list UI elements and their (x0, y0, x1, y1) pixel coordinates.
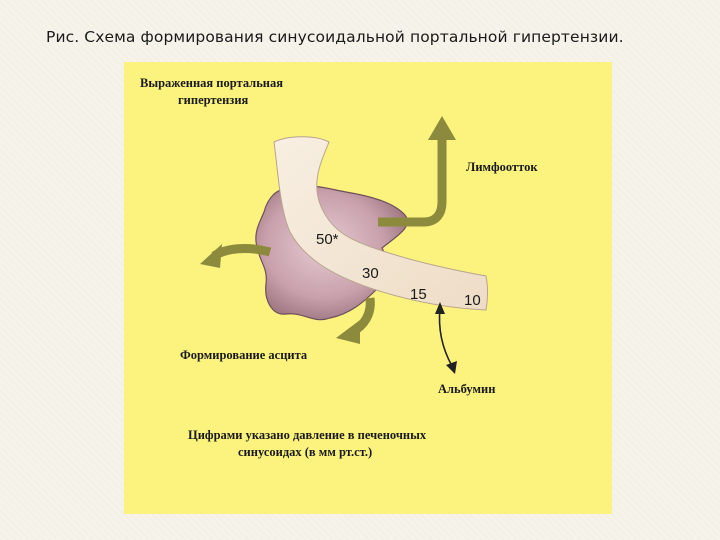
pressure-value-4: 10 (464, 292, 481, 309)
diagram-graphic (200, 116, 488, 374)
portal-hypertension-label: Выраженная портальная (140, 76, 284, 90)
figure-caption: Рис. Схема формирования синусоидальной п… (46, 28, 624, 46)
note-label: Цифрами указано давление в печеночных (188, 428, 427, 442)
lymph-flow-arrow (378, 138, 447, 227)
note-label-line2: синусоидах (в мм рт.ст.) (238, 445, 373, 459)
ascites-arrowhead-down (336, 320, 360, 344)
sinusoid-channel (273, 136, 488, 311)
pressure-value-2: 30 (362, 265, 379, 282)
albumin-exchange-arrow (438, 307, 453, 367)
albumin-arrowhead-top (435, 302, 445, 314)
lymph-outflow-label: Лимфоотток (466, 160, 538, 174)
diagram-panel: Выраженная портальная гипертензия Лимфоо… (124, 62, 612, 514)
albumin-label: Альбумин (438, 382, 496, 396)
pressure-value-1: 50* (316, 231, 339, 248)
pressure-value-3: 15 (410, 286, 427, 303)
ascites-arrowhead-left (200, 244, 222, 268)
portal-hypertension-label-line2: гипертензия (178, 93, 249, 107)
ascites-label: Формирование асцита (180, 348, 308, 362)
lymph-arrowhead (428, 116, 456, 140)
albumin-arrowhead-bottom (446, 361, 457, 374)
